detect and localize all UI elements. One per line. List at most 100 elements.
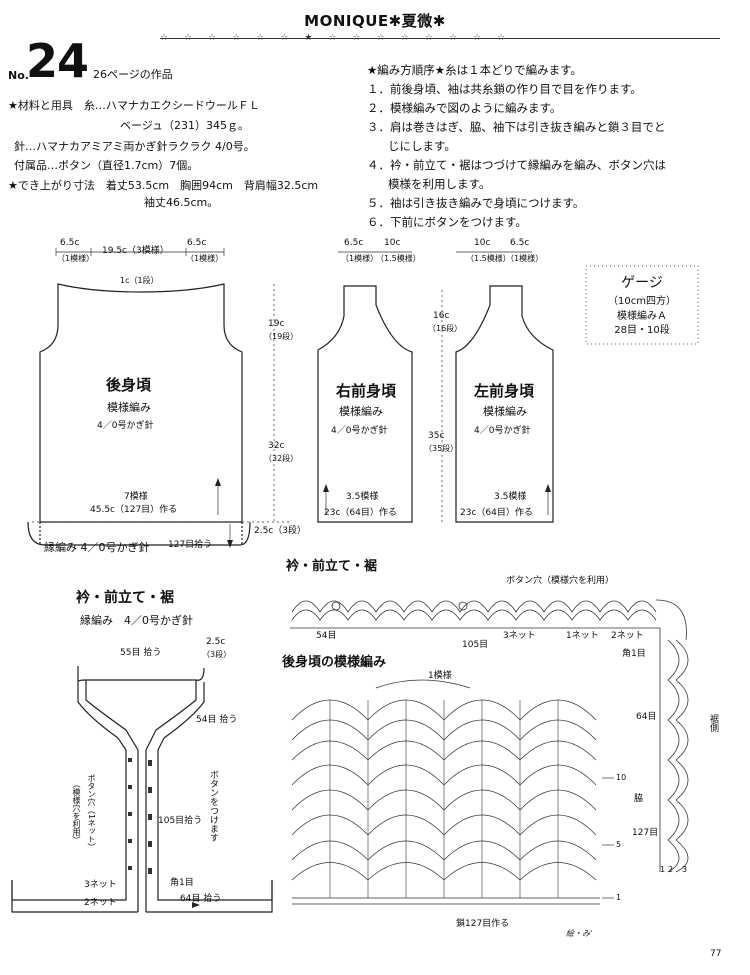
lf-dim-right-rows: （1模様） — [506, 254, 544, 263]
edge-chart-64: 64目 — [636, 712, 657, 722]
gauge-pattern: 模様編みＡ — [617, 311, 667, 322]
collar-title: 衿・前立て・裾 — [76, 590, 174, 606]
step-item: 模様を利用します。 — [388, 177, 491, 191]
gauge-size: （10cm四方） — [608, 296, 676, 307]
steps-title: ★編み方順序★糸は１本どりで編みます。 — [367, 63, 582, 77]
page-number: 77 — [710, 949, 722, 959]
collar-net2: 2ネット — [84, 898, 117, 908]
collar-button-note: ボタンをつけます — [208, 770, 218, 842]
collar-dim-rows: （3段） — [202, 650, 232, 659]
collar-buttonhole-note: （模様穴を利用） — [72, 780, 81, 844]
back-stitch-label: 模様編み — [107, 401, 151, 414]
rf-height-lower: 35c — [428, 431, 445, 441]
edge-chart-net2: 2ネット — [611, 631, 644, 641]
rf-pattern-count: 3.5模様 — [346, 492, 379, 502]
back-pattern-chart — [291, 679, 614, 905]
rf-hook-label: 4／0号かぎ針 — [331, 426, 388, 436]
gauge-frame — [585, 265, 699, 345]
collar-buttonhole: ボタン穴（1ネット） — [87, 774, 96, 852]
collar-side-pick: 54目 拾う — [196, 715, 238, 725]
collar-corner: 角1目 — [170, 878, 194, 888]
edge-chart-corner: 角1目 — [622, 649, 646, 659]
back-dim-left-rows: （1模様） — [57, 254, 95, 263]
rf-dim-left-rows: （1模様） — [341, 254, 379, 263]
material-line: 袖丈46.5cm。 — [144, 196, 219, 209]
collar-subtitle: 縁編み 4／0号かぎ針 — [80, 614, 193, 627]
back-width: 45.5c（127目）作る — [90, 505, 178, 515]
pattern-number: 24 — [26, 34, 89, 88]
material-line: 針…ハマナカアミアミ両かぎ針ラクラク 4/0号。 — [14, 140, 255, 153]
edge-chart — [290, 599, 689, 873]
back-edge-label: 縁編み 4／0号かぎ針 — [44, 541, 150, 554]
gauge-count: 28目・10段 — [614, 325, 670, 336]
collar-hem-pick: 64目 拾う — [180, 894, 222, 904]
back-chart-repeat: 1模様 — [428, 671, 452, 681]
rf-height-lower-rows: （35段） — [424, 444, 459, 453]
collar-neck-pick: 55目 拾う — [120, 648, 162, 658]
signature: 絵・み' — [566, 929, 593, 938]
edge-chart-col3: 3 — [682, 865, 688, 874]
step-item: １．前後身頃、袖は共糸鎖の作り目で目を作ります。 — [367, 82, 642, 96]
magazine-title: MONIQUE✱夏微✱ — [304, 12, 446, 30]
edge-chart-net3: 3ネット — [503, 631, 536, 641]
rf-stitch-label: 模様編み — [339, 405, 383, 418]
edge-chart-net1: 1ネット — [566, 631, 599, 641]
edge-chart-col1: 1 — [660, 865, 666, 874]
back-chart-chain: 鎖127目作る — [456, 919, 510, 929]
back-hook-label: 4／0号かぎ針 — [97, 421, 154, 431]
back-height-upper: 19c — [268, 319, 285, 329]
lf-width: 23c（64目）作る — [460, 508, 533, 518]
back-chart-row5: 5 — [616, 840, 622, 849]
rf-dim-right-rows: （1.5模様） — [376, 254, 421, 263]
rf-dim-right: 10c — [384, 238, 401, 248]
rf-height-upper-rows: （16段） — [428, 324, 463, 333]
gauge-box: ゲージ （10cm四方） 模様編みＡ 28目・10段 — [586, 266, 698, 344]
edge-chart-127: 127目 — [632, 828, 659, 838]
edge-chart-col2: 2 — [668, 865, 674, 874]
left-front-outline — [455, 285, 554, 523]
rf-height-upper: 16c — [433, 311, 450, 321]
back-height-upper-rows: （19段） — [264, 332, 299, 341]
back-dim-mid: 19.5c（3模様） — [102, 246, 169, 256]
back-pattern-count: 7模様 — [124, 492, 148, 502]
step-item: ４．衿・前立て・裾はつづけて縁編みを編み、ボタン穴は — [367, 158, 666, 172]
back-chart-row1: 1 — [616, 893, 622, 902]
step-item: ６．下前にボタンをつけます。 — [367, 215, 527, 229]
edge-chart-title: 衿・前立て・裾 — [286, 559, 378, 574]
collar-dim: 2.5c — [206, 637, 226, 647]
collar-net3: 3ネット — [84, 880, 117, 890]
lf-dim-left: 10c — [474, 238, 491, 248]
rf-dim-left: 6.5c — [344, 238, 364, 248]
back-dim-left: 6.5c — [60, 238, 80, 248]
gauge-title: ゲージ — [621, 275, 663, 291]
page-reference: 26ページの作品 — [93, 68, 173, 81]
back-neck-depth: 1c（1段） — [120, 276, 159, 285]
back-edge-pick: 127目拾う — [168, 540, 213, 550]
right-front-outline — [317, 285, 413, 523]
step-item: じにします。 — [388, 139, 456, 153]
lf-stitch-label: 模様編み — [483, 405, 527, 418]
material-line: ★でき上がり寸法 着丈53.5cm 胸囲94cm 背肩幅32.5cm — [8, 179, 319, 192]
edge-chart-side: 脇 — [632, 793, 642, 802]
collar-front-pick: 105目拾う — [158, 816, 203, 826]
lf-pattern-count: 3.5模様 — [494, 492, 527, 502]
material-line: 付属品…ボタン（直径1.7cm）7個。 — [14, 159, 199, 172]
rf-width: 23c（64目）作る — [324, 508, 397, 518]
lf-label: 左前身頃 — [474, 382, 535, 400]
back-height-lower-rows: （32段） — [264, 454, 299, 463]
number-prefix: No. — [8, 69, 29, 82]
back-body-label: 後身頃 — [106, 376, 152, 394]
step-item: ５．袖は引き抜き編みで身頃につけます。 — [367, 196, 585, 210]
back-body-outline — [39, 283, 243, 523]
lf-dim-left-rows: （1.5模様） — [466, 254, 511, 263]
lf-dim-right: 6.5c — [510, 238, 530, 248]
material-line: ベージュ（231）345ｇ。 — [120, 119, 250, 132]
edge-chart-105: 105目 — [462, 640, 489, 650]
edge-chart-buttonhole: ボタン穴（模様穴を利用） — [506, 576, 615, 586]
rf-label: 右前身頃 — [336, 382, 397, 400]
back-chart-row10: 10 — [616, 773, 627, 782]
lf-hook-label: 4／0号かぎ針 — [474, 426, 531, 436]
back-dim-right: 6.5c — [187, 238, 207, 248]
edge-chart-hem: 裾側 — [708, 714, 718, 732]
